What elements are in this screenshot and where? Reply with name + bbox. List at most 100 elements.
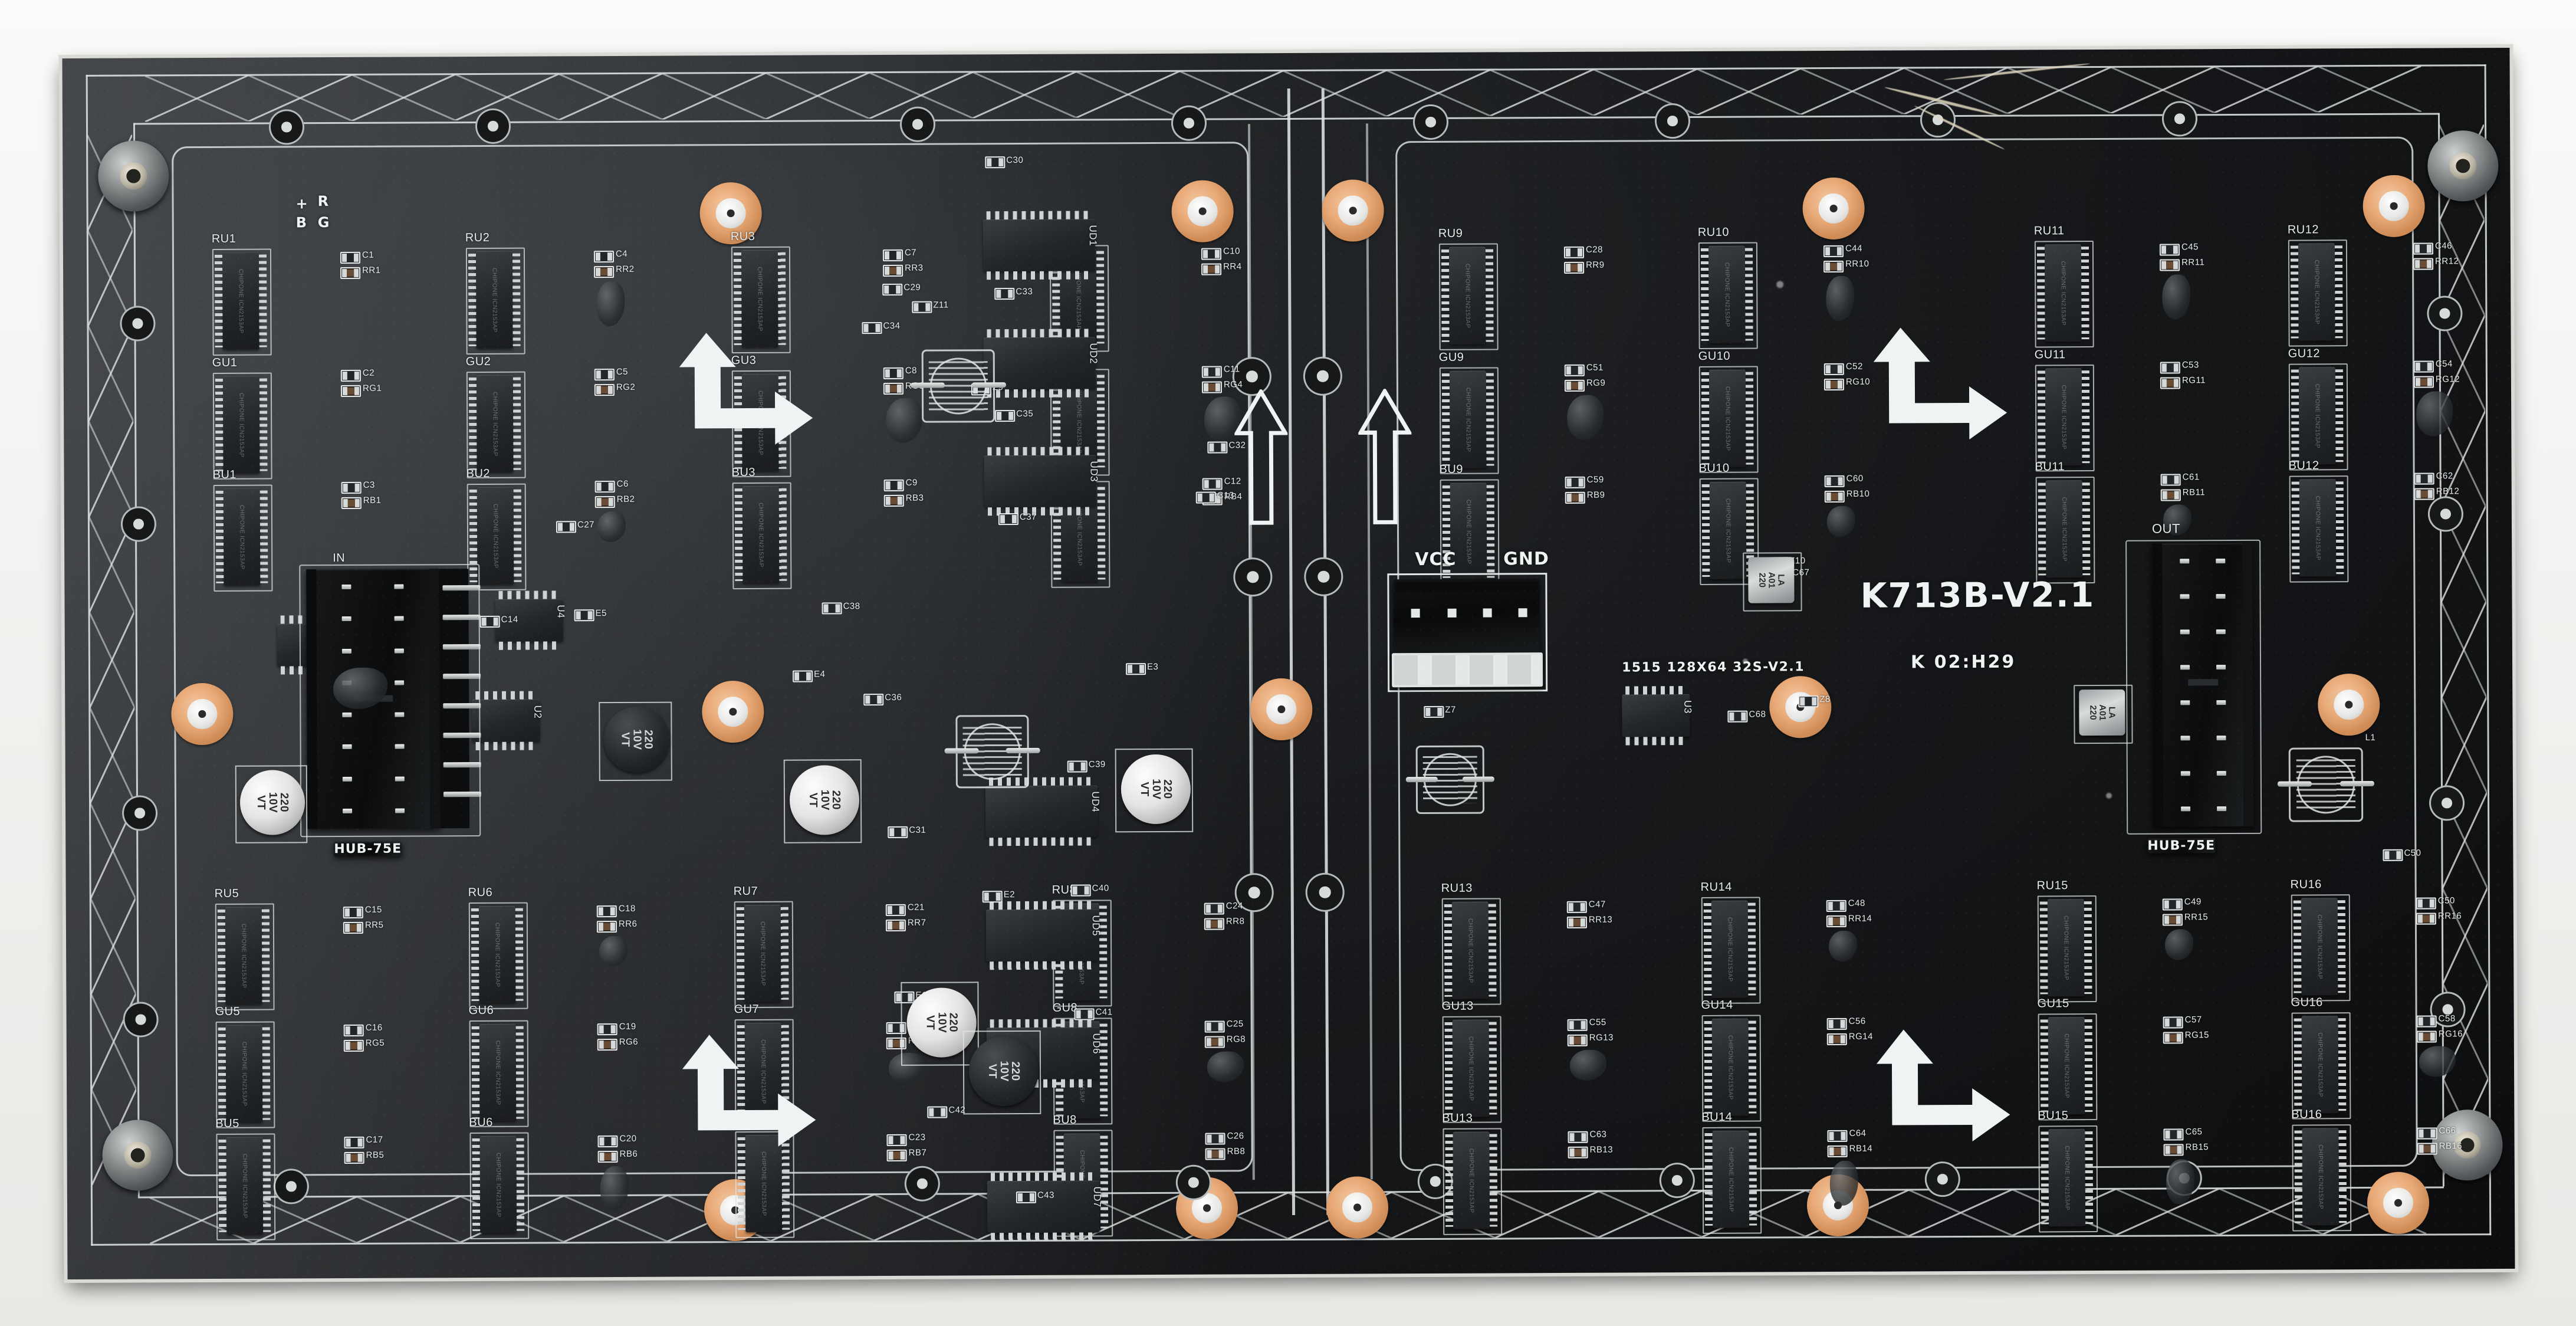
pad	[2165, 1130, 2170, 1139]
pad	[1139, 665, 1145, 674]
ref-rb6: RB6	[619, 1148, 638, 1159]
pad	[1215, 367, 1220, 376]
ic-pins-top	[989, 901, 1095, 910]
pad	[1566, 493, 1572, 502]
pad	[1565, 248, 1570, 257]
smd-capacitor-c50	[2416, 897, 2436, 910]
ic-silk-outline	[2034, 241, 2094, 348]
ref-c59: C59	[1586, 474, 1604, 485]
pad	[607, 267, 613, 277]
pad	[998, 158, 1004, 167]
smd-resistor-rr4	[1201, 263, 1222, 275]
pad	[885, 481, 891, 490]
ref-c43: C43	[1037, 1190, 1054, 1200]
pad	[2427, 490, 2433, 498]
ic-ref-gu2: GU2	[465, 355, 491, 369]
power-terminal[interactable]	[1393, 579, 1540, 659]
ref-z8: Z8	[1819, 694, 1831, 705]
pad	[1203, 367, 1208, 376]
pad	[901, 828, 906, 836]
pad	[1580, 902, 1585, 911]
ref-rg11: RG11	[2181, 375, 2206, 386]
pad	[1577, 248, 1582, 257]
smd-pad	[1016, 1191, 1036, 1204]
pad	[1008, 290, 1013, 298]
pad	[885, 384, 890, 393]
board-part-number: K713B-V2.1	[1860, 575, 2095, 616]
resistor-body	[600, 268, 608, 276]
ic-silk-outline	[1701, 897, 1761, 1004]
ic-pins-top	[498, 590, 560, 599]
ref-rg8: RG8	[1226, 1034, 1246, 1045]
ref-e3: E3	[1146, 661, 1159, 672]
resistor-body	[2420, 490, 2428, 498]
ic-pins-bottom	[989, 837, 1095, 846]
ic-ref-gu15: GU15	[2037, 997, 2069, 1010]
resistor-body	[603, 1041, 611, 1049]
pad	[1825, 247, 1830, 256]
pad	[2177, 1146, 2182, 1154]
copper-rivet-pad	[1802, 177, 1865, 240]
pad	[596, 498, 602, 507]
via-dot	[135, 1014, 146, 1025]
pad	[1812, 697, 1817, 706]
pad	[1580, 918, 1585, 927]
pad	[2415, 378, 2420, 386]
gnd-label: GND	[1503, 549, 1549, 570]
ecap-voltage: 10V	[935, 1012, 948, 1033]
pad	[569, 523, 575, 531]
resistor-body	[347, 387, 354, 395]
ic-ref-gu7: GU7	[734, 1002, 760, 1016]
ic-ref-bu16: BU16	[2291, 1108, 2322, 1121]
pad	[1069, 762, 1074, 771]
ecap-voltage: 10V	[1149, 779, 1162, 800]
pad	[1218, 1038, 1223, 1046]
ref-rr5: RR5	[364, 920, 384, 930]
ic-ref-bu9: BU9	[1439, 462, 1464, 476]
pad	[1828, 1035, 1834, 1044]
smd-resistor-rg16	[2416, 1030, 2437, 1043]
ref-c7: C7	[904, 247, 917, 258]
smd-pad	[1195, 491, 1216, 504]
pad	[1437, 707, 1443, 716]
pad	[1729, 712, 1734, 721]
pad	[1837, 262, 1842, 271]
pad	[610, 922, 615, 931]
pad	[2177, 1130, 2182, 1139]
via-dot	[133, 518, 144, 530]
ref-c3: C3	[363, 480, 375, 490]
smd-resistor-rr11	[2160, 259, 2180, 271]
legend-plus: +	[295, 195, 308, 212]
smd-capacitor-c19	[597, 1023, 617, 1036]
smd-resistor-rr7	[885, 919, 906, 931]
ic-ref-gu16: GU16	[2291, 996, 2323, 1009]
power-terminal-pads[interactable]	[1391, 652, 1543, 688]
pad	[598, 907, 603, 916]
pad	[2176, 1033, 2181, 1042]
rivet-hole	[1277, 705, 1286, 713]
ref-e4: E4	[814, 669, 826, 680]
pad	[2174, 475, 2179, 484]
via-dot	[1937, 1174, 1948, 1184]
pad	[1566, 381, 1571, 390]
ref-c14: C14	[501, 614, 518, 625]
smd-resistor-rb5	[344, 1151, 364, 1164]
via-dot	[488, 121, 498, 132]
direction-arrow-right-top	[1865, 327, 2013, 467]
resistor-body	[604, 1153, 612, 1161]
ref-c48: C48	[1848, 898, 1865, 908]
resistor-body	[889, 267, 897, 274]
pad	[2430, 1032, 2435, 1041]
smd-pad	[995, 410, 1016, 422]
pad	[2176, 1018, 2181, 1027]
center-bus-left	[1287, 88, 1296, 1215]
pad	[344, 908, 350, 917]
smd-resistor-rr13	[1566, 916, 1587, 928]
ecap-brand: VT	[619, 732, 632, 747]
silk-via-pad	[2427, 496, 2464, 532]
ref-rb16: RB16	[2439, 1141, 2463, 1151]
smd-resistor-rg8	[1204, 1036, 1225, 1048]
pad	[1084, 886, 1089, 895]
